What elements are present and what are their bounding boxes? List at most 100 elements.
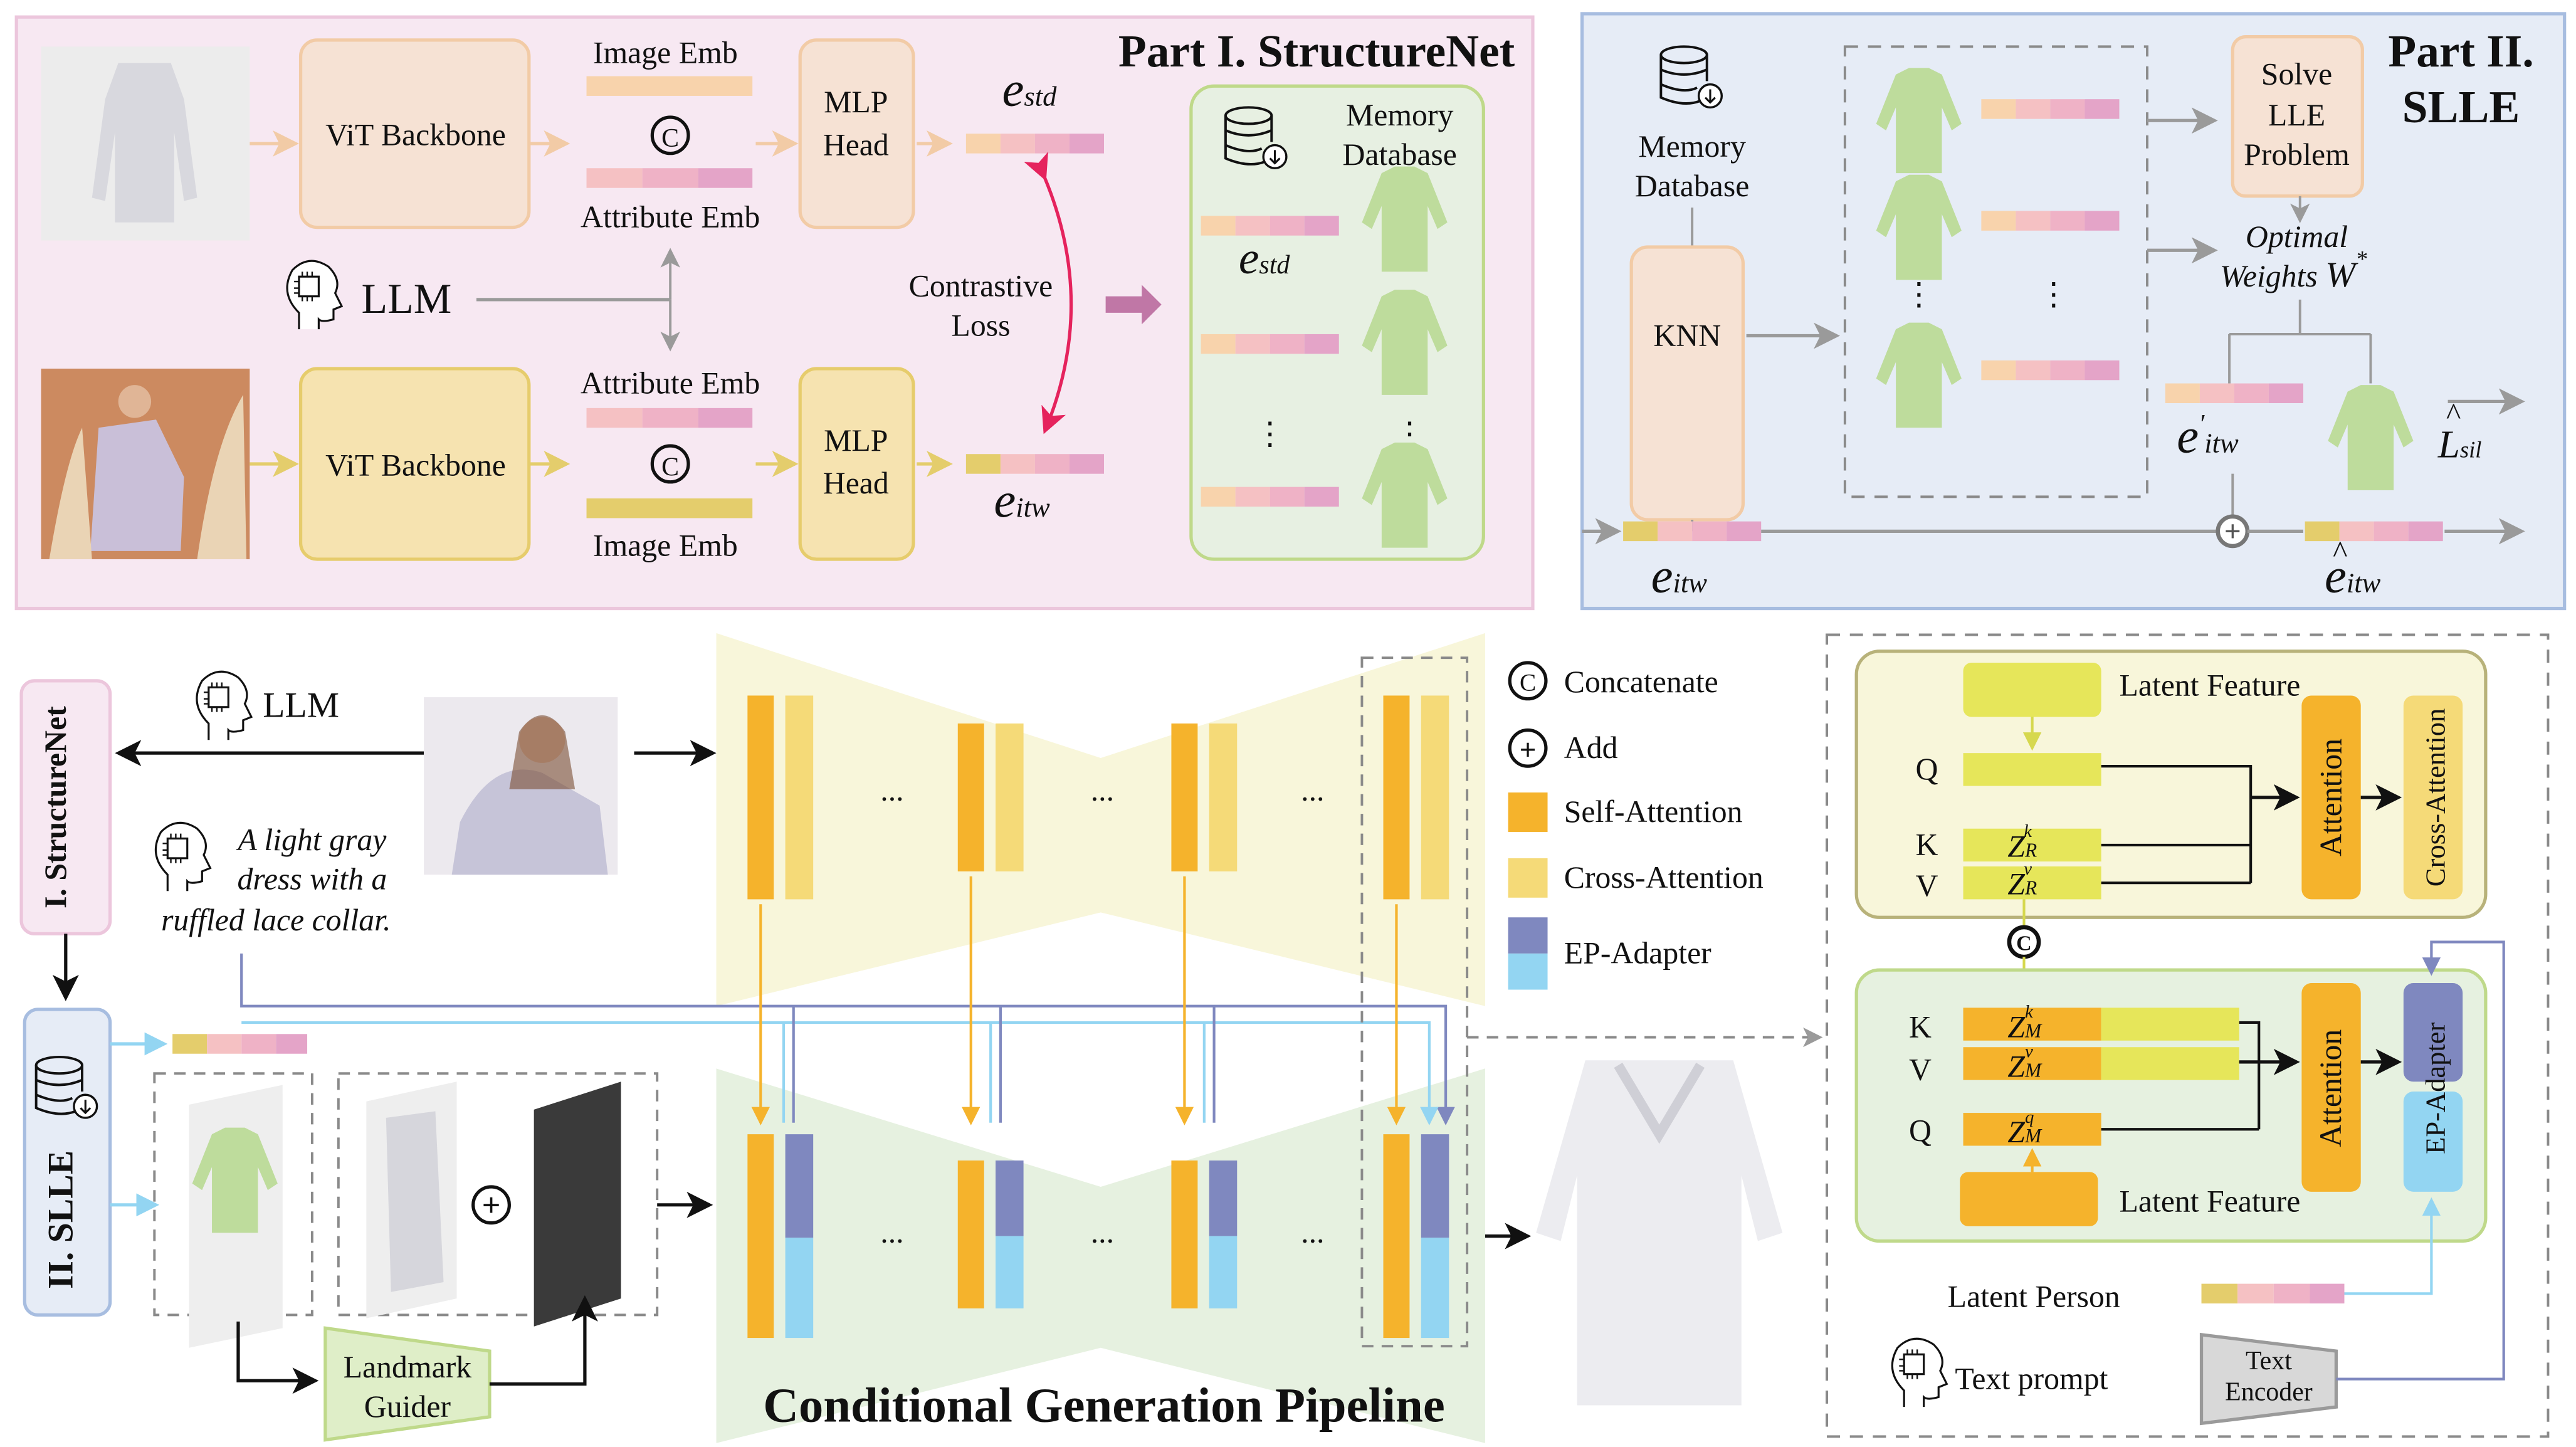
svg-text:ZMq: ZMq — [2007, 1107, 2042, 1149]
svg-text:^: ^ — [2333, 535, 2347, 569]
svg-text:Weights W*: Weights W* — [2220, 246, 2367, 294]
contrastive-loss-label: Contrastive — [909, 269, 1053, 303]
llm-head-icon — [154, 821, 212, 892]
vit-backbone-bottom-label: ViT Backbone — [325, 448, 506, 482]
latent-person-emb — [2201, 1283, 2345, 1304]
slle-block — [23, 1008, 112, 1317]
svg-text:...: ... — [1301, 773, 1324, 808]
generated-garment-image — [1536, 1060, 1783, 1406]
svg-text:Memory: Memory — [1638, 129, 1746, 164]
attribute-emb-bar-bottom — [586, 408, 753, 428]
svg-text:C: C — [661, 453, 679, 481]
svg-text:SLLE: SLLE — [2402, 82, 2520, 132]
e-std-label: estd — [1002, 63, 1058, 117]
svg-text:Guider: Guider — [364, 1389, 451, 1424]
llm-head-icon — [1891, 1337, 1948, 1408]
e-itw-bar — [965, 454, 1104, 474]
attention-detail: Latent Feature Q K ZRk V ZRv Attention C… — [1826, 633, 2550, 1438]
llm-label: LLM — [362, 275, 452, 322]
part2-panel: Part II. SLLE Memory Database KNN ⋮ ⋮ So… — [1580, 12, 2567, 611]
svg-text:Head: Head — [823, 127, 889, 162]
landmark-guider — [323, 1326, 492, 1442]
svg-text:C: C — [1520, 669, 1536, 697]
svg-text:ruffled lace collar.: ruffled lace collar. — [161, 903, 391, 937]
knn-box — [1629, 245, 1745, 522]
svg-text:V: V — [1909, 1053, 1932, 1087]
part1-title: Part I. StructureNet — [1118, 26, 1515, 76]
svg-text:Database: Database — [1342, 137, 1456, 172]
svg-text:V: V — [1916, 868, 1938, 903]
latent-person-bar — [172, 1034, 308, 1054]
caption-text: A light gray — [236, 823, 387, 857]
cross-attention-block — [2403, 695, 2463, 900]
cross-attention-swatch — [1508, 858, 1548, 898]
e-itw-input-label: eitw — [1651, 549, 1708, 603]
svg-text:KNN: KNN — [1653, 318, 1721, 352]
svg-text:Q: Q — [1916, 752, 1938, 786]
e-itw-input-bar — [1623, 521, 1762, 542]
svg-text:Loss: Loss — [951, 308, 1010, 343]
e-prime-bar — [2165, 383, 2303, 403]
person-image — [424, 697, 618, 875]
part2-title: Part II. — [2388, 26, 2533, 76]
svg-text:LLE: LLE — [2268, 98, 2325, 132]
llm-label: LLM — [263, 686, 339, 725]
llm-head-icon — [196, 670, 253, 741]
legend: C Concatenate + Add Self-Attention Cross… — [1508, 661, 1764, 990]
image-emb-bar-top — [586, 76, 753, 96]
generation-pipeline: I. StructureNet II. SLLE LLM A light gra… — [19, 633, 1823, 1443]
svg-text:Landmark: Landmark — [344, 1350, 472, 1384]
ep-adapter-swatch — [1508, 917, 1548, 954]
neighbors-box — [1843, 45, 2149, 498]
attribute-emb-bar-top — [586, 168, 753, 188]
svg-text:K: K — [1916, 828, 1938, 862]
part1-panel: Part I. StructureNet ViT Backbone Image … — [14, 15, 1535, 611]
svg-text:EP-Adapter: EP-Adapter — [2419, 1022, 2451, 1154]
memory-emb-1 — [1201, 216, 1339, 236]
svg-text:Attention: Attention — [2313, 739, 2348, 856]
pipeline-title: Conditional Generation Pipeline — [763, 1379, 1444, 1433]
svg-text:Latent Feature: Latent Feature — [2119, 1184, 2300, 1218]
vit-backbone-top — [298, 38, 531, 229]
svg-text:⋮: ⋮ — [1903, 277, 1935, 312]
mlp-head-top — [798, 38, 915, 229]
svg-text:...: ... — [1091, 773, 1114, 808]
encoder-blocks — [747, 695, 1449, 900]
garment-noise-box — [337, 1072, 659, 1317]
svg-text:Encoder: Encoder — [2225, 1378, 2313, 1407]
image-emb-bar-bottom — [586, 498, 753, 518]
memory-emb-2 — [1201, 334, 1339, 354]
svg-text:...: ... — [1091, 1215, 1114, 1250]
mlp-head-bottom — [798, 367, 915, 561]
svg-text:I. StructureNet: I. StructureNet — [38, 706, 73, 908]
svg-text:+: + — [1520, 734, 1537, 767]
svg-text:Solve: Solve — [2261, 57, 2332, 92]
svg-text:+: + — [2224, 515, 2241, 548]
concat-icon: C — [650, 444, 690, 484]
svg-text:II. SLLE: II. SLLE — [41, 1150, 80, 1289]
svg-text:^: ^ — [2446, 397, 2461, 431]
image-emb-label-bottom: Image Emb — [593, 529, 738, 563]
attribute-emb-label-top: Attribute Emb — [581, 200, 760, 234]
e-itw-label: eitw — [994, 473, 1050, 528]
neighbor-emb — [1981, 211, 2120, 231]
e-itw-hat-label: eitw — [2325, 549, 2381, 603]
svg-text:dress with a: dress with a — [238, 862, 387, 897]
svg-text:...: ... — [880, 773, 903, 808]
concat-icon: C — [650, 115, 690, 155]
svg-text:K: K — [1909, 1010, 1932, 1044]
product-image — [41, 46, 250, 241]
latent-person-label: Latent Person — [1948, 1279, 2120, 1313]
svg-text:+: + — [482, 1187, 501, 1224]
svg-text:Database: Database — [1635, 169, 1749, 203]
e-prime-itw-label: e′itw — [2177, 409, 2239, 464]
text-prompt-label: Text prompt — [1955, 1361, 2108, 1396]
svg-text:Q: Q — [1909, 1113, 1932, 1148]
svg-text:Text: Text — [2246, 1347, 2292, 1376]
optimal-weights-label: Optimal — [2246, 219, 2348, 254]
legend-ep-adapter: EP-Adapter — [1564, 936, 1711, 971]
svg-text:Latent Feature: Latent Feature — [2119, 668, 2300, 702]
svg-text:Problem: Problem — [2244, 137, 2350, 172]
self-attention-swatch — [1508, 792, 1548, 832]
